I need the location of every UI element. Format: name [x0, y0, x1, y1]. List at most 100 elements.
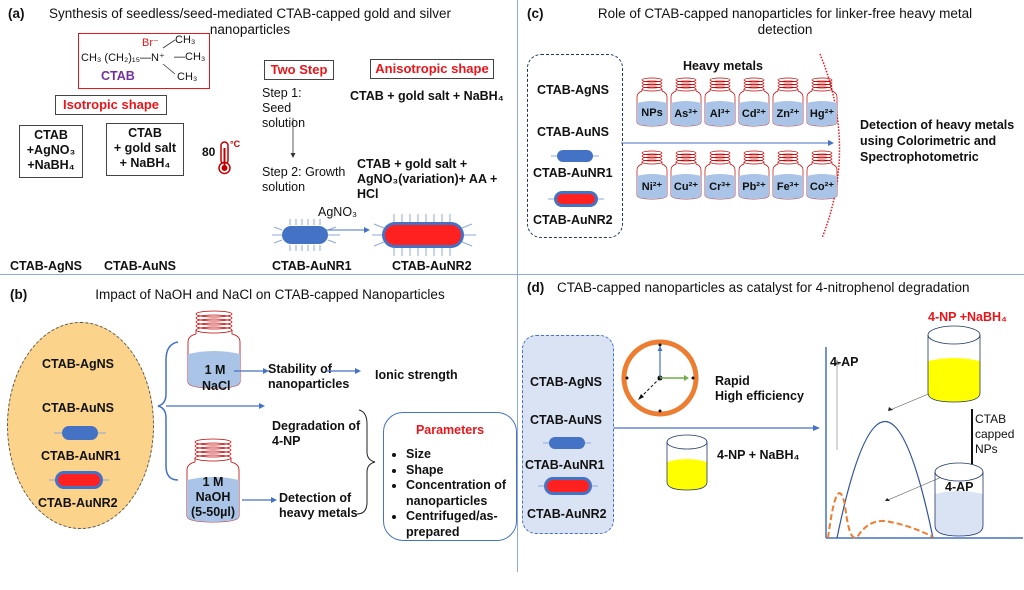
particle-label-auns: CTAB-AuNS: [42, 401, 114, 415]
heavy-metal-vial: As³⁺: [670, 77, 702, 127]
particle-label-auns: CTAB-AuNS: [537, 125, 609, 139]
nacl-jar-label: 1 M NaCl: [202, 362, 231, 394]
anisotropic-shape-label: Anisotropic shape: [370, 59, 494, 79]
parameter-item: Concentration of nanoparticles: [406, 478, 516, 509]
naoh-name: NaOH: [195, 490, 231, 504]
vial-icon: [704, 150, 736, 200]
step2-label: Step 2: Growth solution: [262, 165, 346, 194]
panel-c-particle-box: [527, 54, 623, 238]
4np-peak-curve: [836, 421, 934, 539]
recipe-agns-box: CTAB +AgNO₃ +NaBH₄: [19, 125, 83, 178]
heavy-metals-label: Heavy metals: [683, 59, 763, 73]
particle-label-aunr1: CTAB-AuNR1: [533, 166, 613, 180]
degradation-text: Degradation of 4-NP: [272, 419, 361, 448]
parameters-box: Parameters Size Shape Concentration of n…: [383, 412, 517, 541]
catalyst-label: CTAB capped NPs: [975, 412, 1015, 456]
nanorod-2: [372, 214, 476, 256]
particle-label-aunr2: CTAB-AuNR2: [527, 507, 607, 521]
counter-ion: Br⁻: [142, 37, 159, 49]
high-efficiency-text: High efficiency: [715, 389, 804, 403]
vial-label: Cu²⁺: [673, 181, 699, 193]
4ap-dashed-curve: [827, 492, 934, 539]
two-step-label: Two Step: [264, 60, 334, 80]
naoh-volume: (5-50µl): [190, 505, 236, 519]
nacl-name: NaCl: [202, 379, 231, 393]
temperature-value: 80: [202, 145, 216, 159]
particle-label-aunr2: CTAB-AuNR2: [392, 259, 472, 273]
particle-label-agns: CTAB-AgNS: [42, 357, 114, 371]
reactant-beaker: [666, 434, 708, 491]
recipe-auns-box: CTAB + gold salt + NaBH₄: [106, 123, 184, 176]
naoh-jar: [186, 438, 240, 523]
product-beaker: [934, 462, 984, 537]
agno3-label: AgNO₃: [318, 205, 358, 219]
heavy-metal-vial: Ni²⁺: [636, 150, 668, 200]
heavy-metal-vial: Cr³⁺: [704, 150, 736, 200]
heavy-metal-vial: Co²⁺: [806, 150, 838, 200]
nacl-concentration: 1 M: [204, 363, 226, 377]
heavy-metal-vial: Al³⁺: [704, 77, 736, 127]
particle-label-agns: CTAB-AgNS: [537, 83, 609, 97]
naoh-concentration: 1 M: [202, 475, 224, 489]
ionic-arrow: [326, 368, 361, 374]
recipe-line: +AgNO₃: [26, 143, 76, 157]
particle-label-aunr1: CTAB-AuNR1: [525, 458, 605, 472]
panel-c-title: Role of CTAB-capped nanoparticles for li…: [597, 6, 973, 37]
vial-label: Ni²⁺: [641, 181, 663, 193]
panel-c-label: (c): [527, 6, 544, 21]
heavy-metal-vial: Cu²⁺: [670, 150, 702, 200]
vial-label: As³⁺: [674, 108, 698, 120]
vial-label: Fe³⁺: [776, 181, 800, 193]
vial-label: Pb²⁺: [742, 181, 766, 193]
heavy-metal-vial: Zn²⁺: [772, 77, 804, 127]
detection-arrow: [621, 140, 834, 146]
isotropic-shape-label: Isotropic shape: [55, 95, 167, 115]
clock-icon: [621, 339, 699, 417]
top-beaker: [927, 325, 981, 403]
vial-icon: [772, 150, 804, 200]
vertical-divider: [517, 0, 518, 572]
vial-icon: [636, 150, 668, 200]
heavy-metal-vial: NPs: [636, 77, 668, 127]
vial-label: Al³⁺: [709, 108, 731, 120]
heavy-metal-vial: Cd²⁺: [738, 77, 770, 127]
vial-label: NPs: [641, 107, 663, 119]
ctab-chain: CH₃ (CH₂)₁₅—N⁺: [81, 52, 165, 64]
panel-b-particle-ellipse: [7, 322, 154, 529]
vial-label: Zn²⁺: [776, 108, 800, 120]
stability-text: Stability of nanoparticles: [268, 362, 350, 391]
particle-label-auns: CTAB-AuNS: [104, 259, 176, 273]
heavy-metal-vial: Fe³⁺: [772, 150, 804, 200]
nanorod-2-small: [49, 471, 109, 489]
agno3-arrow: [305, 227, 370, 233]
particle-label-aunr1: CTAB-AuNR1: [41, 449, 121, 463]
parameter-item: Shape: [406, 463, 516, 479]
ctab-formula-box: Br⁻ CH₃ CH₃ (CH₂)₁₅—N⁺ —CH₃ CTAB CH₃: [78, 33, 210, 89]
panel-d-particle-box: [522, 335, 614, 534]
top-beaker-label: 4-NP +NaBH₄: [928, 310, 1008, 324]
heavy-metal-vial: Hg²⁺: [806, 77, 838, 127]
heavy-metal-vial: Pb²⁺: [738, 150, 770, 200]
vial-icon: [738, 150, 770, 200]
panel-a-label: (a): [8, 6, 25, 21]
particle-label-agns: CTAB-AgNS: [10, 259, 82, 273]
particle-label-aunr1: CTAB-AuNR1: [272, 259, 352, 273]
vial-icon: [670, 77, 702, 127]
vial-label: Cr³⁺: [709, 181, 731, 193]
absorbance-graph: [825, 347, 1023, 539]
left-brace: [157, 341, 265, 481]
parameter-item: Centrifuged/as-prepared: [406, 509, 516, 540]
step-arrow: [290, 118, 296, 158]
parameter-item: Size: [406, 447, 516, 463]
nanorod-1-small: [551, 150, 599, 162]
methyl-bottom: CH₃: [177, 71, 198, 83]
vial-icon: [738, 77, 770, 127]
step2-recipe: CTAB + gold salt + AgNO₃(variation)+ AA …: [357, 157, 498, 201]
thermometer-icon: [218, 141, 231, 175]
vial-icon: [704, 77, 736, 127]
nanorod-1-small: [543, 437, 591, 449]
temperature-unit: °C: [230, 139, 241, 149]
recipe-line: + gold salt: [113, 141, 177, 155]
panel-b-label: (b): [10, 287, 28, 302]
detection-text-b: Detection of heavy metals: [279, 491, 358, 520]
